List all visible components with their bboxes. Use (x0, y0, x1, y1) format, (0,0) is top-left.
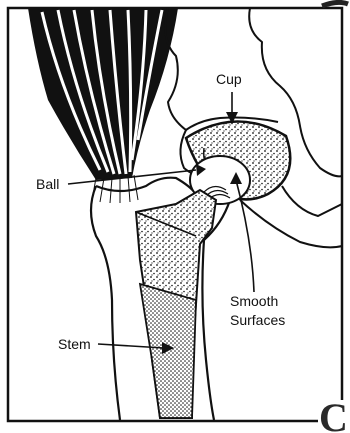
stem-label: Stem (58, 336, 91, 352)
smooth-surfaces-label-line-2: Surfaces (230, 312, 285, 328)
corner-letter: C (319, 395, 348, 433)
cup-label: Cup (216, 71, 242, 87)
smooth-surfaces-label-line-1: Smooth (230, 293, 278, 309)
corner-circle (322, 2, 348, 6)
ball-label: Ball (36, 176, 59, 192)
